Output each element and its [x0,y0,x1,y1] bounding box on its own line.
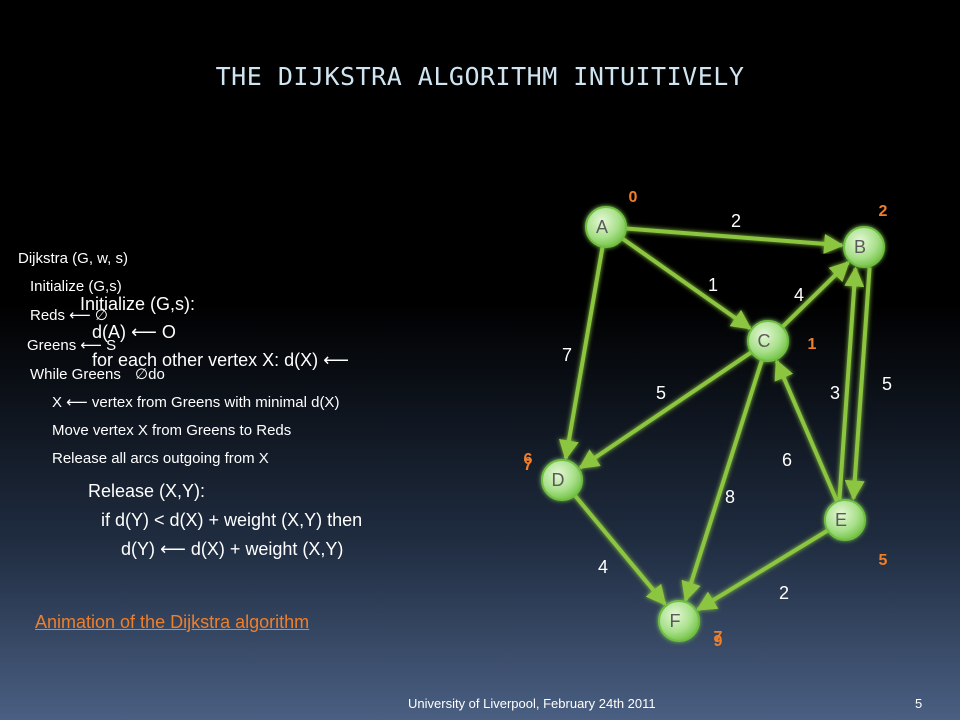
node-B: B [843,226,885,268]
release-line-1: Release (X,Y): [88,481,205,502]
edge-B-E [844,267,872,501]
assign-arrow-icon: ⟵ [131,322,157,343]
node-D: D [541,459,583,501]
edge-D-F [573,494,667,606]
init-text: Initialize (G,s): [80,294,196,314]
slide-title: THE DIJKSTRA ALGORITHM INTUITIVELY [215,62,745,91]
release-text: if d(Y) < d(X) + weight (X,Y) then [101,510,363,530]
edge-C-B [780,260,850,329]
page-number: 5 [915,696,923,711]
node-circle-A [585,206,627,248]
release-text: d(X) + weight (X,Y) [190,539,344,559]
node-label-B: B [854,237,866,257]
distance-label-E: 5 [879,552,888,569]
pseudocode-text: While Greens [30,366,121,383]
pseudocode-line-3: Reds ⟵ ∅ [30,306,108,324]
init-line-2: d(A) ⟵ O [92,322,176,343]
pseudocode-text: Dijkstra (G, w, s) [18,250,129,267]
edge-weight-C-D: 5 [656,383,666,403]
assign-arrow-icon: ⟵ [80,336,102,354]
pseudocode-line-4: Greens ⟵ S [27,336,116,354]
pseudocode-text: Initialize (G,s) [30,278,122,295]
init-line-3: for each other vertex X: d(X) ⟵ [92,350,349,371]
distance-label-F: 7 [714,629,723,646]
pseudocode-text: Greens [27,337,77,354]
edge-C-F [681,359,764,602]
edge-weight-B-E: 3 [830,383,840,403]
edge-weight-A-B: 2 [731,211,741,231]
edge-weight-D-F: 4 [598,557,608,577]
edge-weight-E-B: 5 [882,374,892,394]
distance-label-D: 6 [524,451,533,468]
distance-label-C: 1 [808,336,817,353]
pseudocode-line-6: X ⟵ vertex from Greens with minimal d(X) [52,393,339,411]
init-text: O [161,322,176,342]
empty-set-icon: ∅ [135,365,149,383]
assign-arrow-icon: ⟵ [69,306,91,324]
node-F: F [658,600,700,642]
init-text: d(A) [92,322,127,342]
pseudocode-text: vertex from Greens with minimal d(X) [91,394,340,411]
pseudocode-text: X [52,394,63,411]
pseudocode-line-8: Release all arcs outgoing from X [52,450,269,467]
distance-label-F: 9 [714,633,723,650]
edge-weight-E-C: 6 [782,450,792,470]
release-line-2: if d(Y) < d(X) + weight (X,Y) then [101,510,362,531]
edge-weight-A-C: 1 [708,275,718,295]
footer-text: University of Liverpool, February 24th 2… [408,696,656,711]
node-label-D: D [552,470,565,490]
pseudocode-text: Release all arcs outgoing from X [52,450,269,467]
node-A: A [585,206,627,248]
edge-weight-A-D: 7 [562,345,572,365]
edge-A-C [621,236,752,330]
node-circle-E [824,499,866,541]
node-label-F: F [670,611,681,631]
distance-label-B: 2 [879,203,888,220]
node-label-E: E [835,510,847,530]
pseudocode-line-7: Move vertex X from Greens to Reds [52,422,291,439]
distance-label-A: 0 [629,189,638,206]
distance-label-D: 7 [524,457,533,474]
empty-set-icon: ∅ [94,306,108,324]
edge-E-B [837,266,865,500]
node-C: C [747,320,789,362]
assign-arrow-icon: ⟵ [160,539,186,560]
node-circle-F [658,600,700,642]
node-E: E [824,499,866,541]
assign-arrow-icon: ⟵ [66,393,88,411]
release-text: d(Y) [121,539,156,559]
edge-C-D [578,350,753,470]
init-text: for each other vertex X: d(X) [92,350,319,370]
edge-A-B [625,226,845,254]
edge-weight-E-F: 2 [779,583,789,603]
edge-A-D [559,246,605,461]
animation-link[interactable]: Animation of the Dijkstra algorithm [35,612,310,632]
pseudocode-line-1: Dijkstra (G, w, s) [18,250,128,267]
init-line-1: Initialize (G,s): [80,294,195,315]
node-circle-B [843,226,885,268]
pseudocode-line-5: While Greens ∅do [30,365,165,383]
edge-weight-C-B: 4 [794,285,804,305]
release-text: Release (X,Y): [88,481,206,501]
pseudocode-text: S [106,337,117,354]
node-label-C: C [758,331,771,351]
node-circle-D [541,459,583,501]
edge-E-F [696,528,829,612]
pseudocode-text: do [148,366,165,383]
pseudocode-text: Move vertex X from Greens to Reds [52,422,292,439]
node-circle-C [747,320,789,362]
node-label-A: A [596,217,608,237]
release-line-3: d(Y) ⟵ d(X) + weight (X,Y) [121,539,343,560]
edge-E-C [774,359,839,503]
pseudocode-line-2: Initialize (G,s) [30,278,122,295]
pseudocode-text: Reds [30,307,66,324]
assign-arrow-icon: ⟵ [323,350,349,371]
edge-weight-C-F: 8 [725,487,735,507]
